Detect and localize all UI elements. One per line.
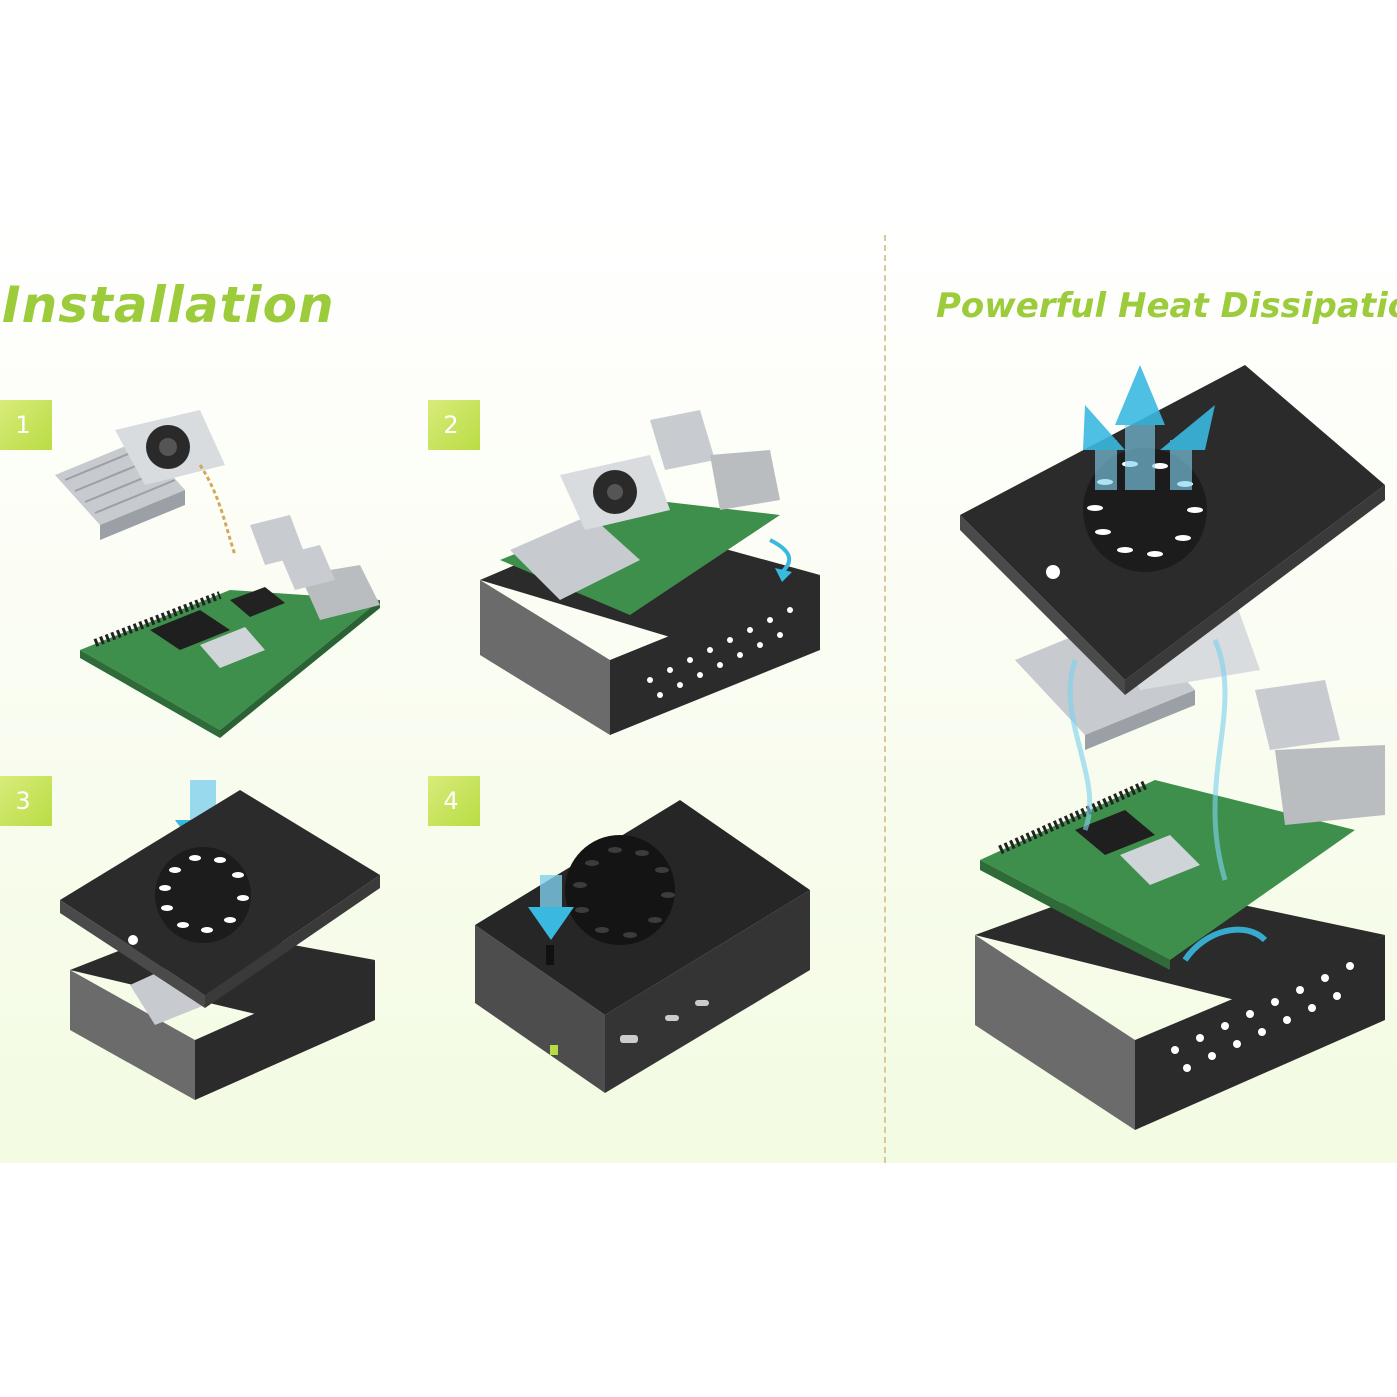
step-1-illustration — [55, 410, 380, 738]
installation-title: Installation — [2, 276, 335, 334]
raspberry-pi-board-icon — [980, 680, 1385, 970]
down-arrow-icon — [528, 875, 574, 965]
step-badge-4: 4 — [428, 776, 480, 826]
active-cooler-icon — [55, 410, 237, 556]
step-badge-1: 1 — [0, 400, 52, 450]
case-lid-icon — [960, 365, 1385, 695]
assembled-case-icon — [475, 800, 810, 1093]
step-number: 2 — [443, 411, 459, 439]
case-lid-icon — [60, 790, 380, 1008]
step-number: 4 — [443, 787, 459, 815]
heat-dissipation-title: Powerful Heat Dissipation — [936, 286, 1397, 326]
airflow-arrows-icon — [1067, 365, 1268, 962]
step-badge-3: 3 — [0, 776, 52, 826]
step-number: 3 — [15, 787, 31, 815]
section-divider — [884, 235, 886, 1163]
heatsink-icon — [510, 455, 670, 600]
heat-dissipation-illustration — [960, 365, 1385, 1130]
step-number: 1 — [15, 411, 31, 439]
down-arrow-icon — [769, 538, 792, 574]
step-4-illustration — [475, 800, 810, 1093]
raspberry-pi-board-icon — [80, 515, 380, 738]
step-badge-2: 2 — [428, 400, 480, 450]
step-2-illustration — [480, 410, 820, 735]
step-3-illustration — [60, 780, 380, 1100]
